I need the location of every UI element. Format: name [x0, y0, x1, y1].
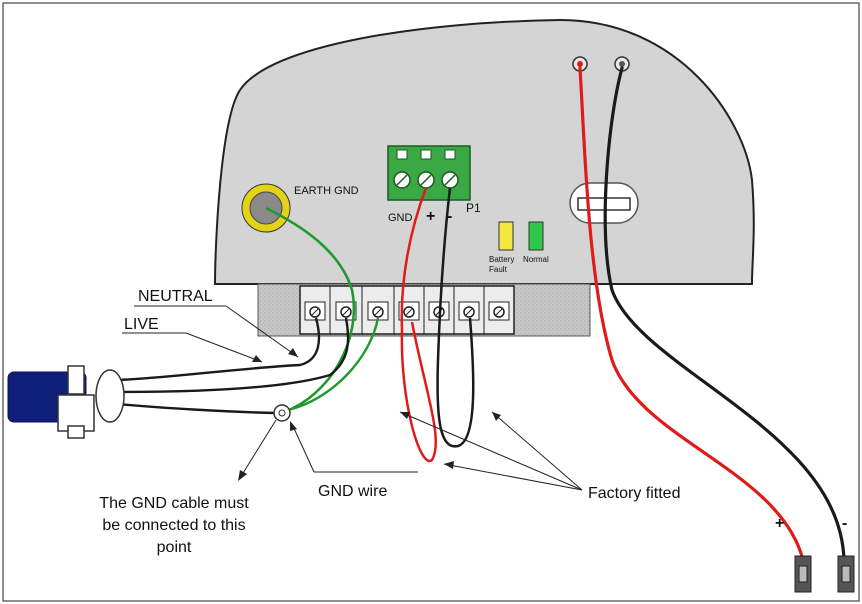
live-leader [122, 332, 263, 363]
label-gnd: GND [388, 212, 413, 224]
label-normal: Normal [523, 255, 549, 264]
battery-connector-minus-icon [837, 555, 855, 593]
battery-terminal-minus [614, 56, 630, 72]
label-battery-fault-1: Battery [489, 255, 514, 264]
led-normal [528, 221, 544, 251]
gnd-wire-leader [290, 421, 418, 473]
terminal-screw-3 [367, 301, 389, 321]
label-lead-plus: + [775, 515, 784, 532]
terminal-screw-2 [335, 301, 357, 321]
p1-connector [387, 145, 471, 201]
label-minus: - [447, 208, 452, 225]
led-battery-fault [498, 221, 514, 251]
label-live: LIVE [124, 316, 159, 333]
neutral-leader [134, 305, 299, 358]
earth-wire-green [265, 206, 356, 414]
label-factory-fitted: Factory fitted [588, 485, 680, 502]
label-gnd-wire: GND wire [318, 483, 387, 500]
mains-wire-middle [117, 317, 350, 394]
gnd-point-leader [238, 419, 277, 481]
label-earth-gnd: EARTH GND [294, 185, 359, 197]
label-gnd-note-2: be connected to this [102, 517, 245, 534]
gnd-wire-green [287, 317, 380, 412]
label-p1: P1 [466, 201, 481, 215]
ground-lug-icon [273, 404, 291, 422]
battery-connector-plus-icon [794, 555, 812, 593]
factory-wire-black [436, 187, 475, 448]
factory-wire-red [400, 187, 438, 463]
label-gnd-note-3: point [157, 539, 192, 556]
mains-plug-icon [7, 365, 125, 439]
mains-wire-top [117, 317, 321, 382]
factory-fitted-leaders [399, 411, 583, 491]
label-gnd-note-1: The GND cable must [99, 495, 249, 512]
battery-lead-black [603, 66, 846, 562]
label-battery-fault-2: Fault [489, 265, 508, 274]
label-lead-minus: - [842, 515, 847, 532]
terminal-screw-4 [398, 301, 420, 321]
housing [213, 18, 755, 285]
label-neutral: NEUTRAL [138, 288, 213, 305]
terminal-screw-1 [304, 301, 326, 321]
terminal-screw-6 [458, 301, 480, 321]
terminal-screw-7 [488, 301, 510, 321]
battery-lead-red [578, 66, 805, 562]
mains-wire-bottom [117, 402, 277, 415]
label-plus: + [426, 208, 435, 225]
